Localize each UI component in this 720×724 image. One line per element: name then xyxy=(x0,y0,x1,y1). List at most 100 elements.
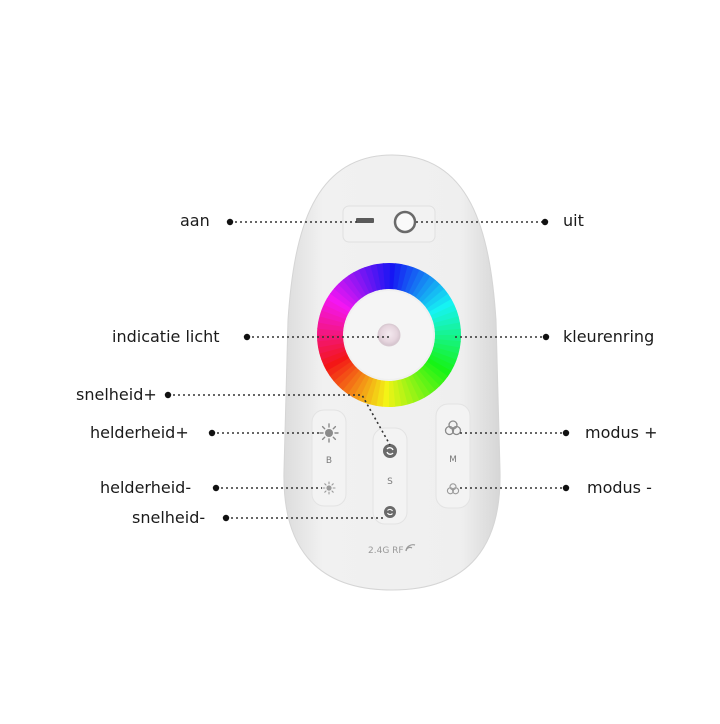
color-ring-segment[interactable] xyxy=(433,316,461,328)
color-ring-segment[interactable] xyxy=(353,269,371,296)
color-ring-segment[interactable] xyxy=(434,339,461,349)
speed-up-button[interactable] xyxy=(383,444,397,458)
color-ring-segment[interactable] xyxy=(323,353,350,371)
color-ring-segment[interactable] xyxy=(323,298,350,316)
label-mode-up: modus + xyxy=(585,423,658,442)
off-button[interactable] xyxy=(393,210,417,234)
leader-lines xyxy=(164,218,570,522)
color-ring-segment[interactable] xyxy=(321,350,348,366)
label-brightness-up: helderheid+ xyxy=(90,423,189,442)
color-ring-segment[interactable] xyxy=(404,267,421,294)
color-ring-segment[interactable] xyxy=(357,376,374,403)
color-ring-segment[interactable] xyxy=(318,315,345,328)
color-ring-segment[interactable] xyxy=(382,263,390,290)
color-ring-segment[interactable] xyxy=(428,299,455,317)
color-ring-segment[interactable] xyxy=(352,374,370,401)
color-ring-segment[interactable] xyxy=(317,342,345,354)
sun-icon xyxy=(319,423,339,443)
color-ring-segment[interactable] xyxy=(434,335,461,343)
indicator-light xyxy=(377,323,401,347)
color-ring-segment[interactable] xyxy=(393,263,403,290)
speed-pad xyxy=(372,427,408,525)
color-ring-segment[interactable] xyxy=(358,267,374,294)
color-ring-segment[interactable] xyxy=(388,380,396,407)
color-ring-segment[interactable] xyxy=(375,380,385,407)
color-ring-segment[interactable] xyxy=(346,372,366,398)
color-ring-segment[interactable] xyxy=(418,279,441,303)
mode-pad xyxy=(435,403,471,509)
color-ring-segment[interactable] xyxy=(329,360,354,382)
color-ring-segment[interactable] xyxy=(430,304,457,320)
color-ring-segment[interactable] xyxy=(317,334,344,342)
label-brightness-down: helderheid- xyxy=(100,478,192,497)
label-on: aan xyxy=(180,211,210,230)
color-ring-segment[interactable] xyxy=(430,350,457,367)
color-ring-segment[interactable] xyxy=(433,342,460,355)
color-ring-segment[interactable] xyxy=(317,327,344,335)
power-panel xyxy=(342,205,436,243)
speed-letter: S xyxy=(387,477,393,487)
label-color-ring: kleurenring xyxy=(563,327,655,346)
color-ring-segment[interactable] xyxy=(421,284,445,306)
mode-small-icon xyxy=(446,483,460,495)
on-button[interactable] xyxy=(356,218,374,223)
color-ring-segment[interactable] xyxy=(370,263,382,291)
color-ring-segment[interactable] xyxy=(411,372,431,398)
mode-icon xyxy=(444,420,462,436)
color-ring-segment[interactable] xyxy=(412,272,432,298)
color-ring-segment[interactable] xyxy=(415,276,436,301)
color-ring-segment[interactable] xyxy=(434,328,461,336)
color-ring-segment[interactable] xyxy=(426,358,452,378)
color-ring-segment[interactable] xyxy=(424,288,449,310)
color-ring[interactable] xyxy=(317,263,461,407)
color-ring-segment[interactable] xyxy=(330,288,355,309)
color-ring-segment[interactable] xyxy=(408,269,426,296)
color-ring-segment[interactable] xyxy=(326,292,352,312)
color-ring-segment[interactable] xyxy=(407,374,425,401)
color-ring-segment[interactable] xyxy=(321,303,348,320)
color-ring-segment[interactable] xyxy=(400,265,415,292)
color-ring-segment[interactable] xyxy=(337,367,360,391)
speed-down-button[interactable] xyxy=(384,506,396,518)
color-ring-segment[interactable] xyxy=(338,279,360,303)
color-ring-segment[interactable] xyxy=(432,310,459,324)
color-ring-segment[interactable] xyxy=(363,378,378,405)
rf-marking: 2.4G RF xyxy=(368,546,404,556)
color-ring-segment[interactable] xyxy=(342,275,364,300)
color-ring-segment[interactable] xyxy=(396,264,409,291)
brightness-down-button[interactable] xyxy=(322,481,336,495)
mode-letter: M xyxy=(449,455,457,465)
color-ring-segment[interactable] xyxy=(342,369,363,394)
color-ring-segment[interactable] xyxy=(428,354,455,372)
label-off: uit xyxy=(563,211,584,230)
color-ring-segment[interactable] xyxy=(389,263,397,290)
color-ring-segment[interactable] xyxy=(319,346,346,360)
color-ring-segment[interactable] xyxy=(432,346,459,361)
color-ring-segment[interactable] xyxy=(326,357,352,377)
color-ring-segment[interactable] xyxy=(421,364,445,387)
sun-small-icon xyxy=(322,481,336,495)
color-ring-segment[interactable] xyxy=(396,379,408,407)
color-ring-segment[interactable] xyxy=(426,293,452,313)
label-mode-down: modus - xyxy=(587,478,652,497)
color-ring-segment[interactable] xyxy=(317,321,344,331)
color-ring-segment[interactable] xyxy=(381,380,389,407)
color-ring-segment[interactable] xyxy=(333,283,357,306)
color-ring-segment[interactable] xyxy=(364,265,378,292)
speed-up-icon xyxy=(383,444,397,458)
color-ring-segment[interactable] xyxy=(423,361,448,382)
color-ring-segment[interactable] xyxy=(400,378,414,405)
mode-down-button[interactable] xyxy=(446,483,460,495)
color-ring-segment[interactable] xyxy=(333,364,357,386)
brightness-up-button[interactable] xyxy=(319,423,339,443)
color-ring-segment[interactable] xyxy=(404,376,420,403)
color-ring-segment[interactable] xyxy=(418,367,440,391)
mode-up-button[interactable] xyxy=(444,420,462,436)
label-speed-up: snelheid+ xyxy=(76,385,157,404)
color-ring-segment[interactable] xyxy=(347,272,367,298)
label-indicator: indicatie licht xyxy=(112,327,220,346)
color-ring-segment[interactable] xyxy=(319,309,346,324)
color-ring-segment[interactable] xyxy=(414,370,436,395)
color-ring-segment[interactable] xyxy=(369,379,382,406)
